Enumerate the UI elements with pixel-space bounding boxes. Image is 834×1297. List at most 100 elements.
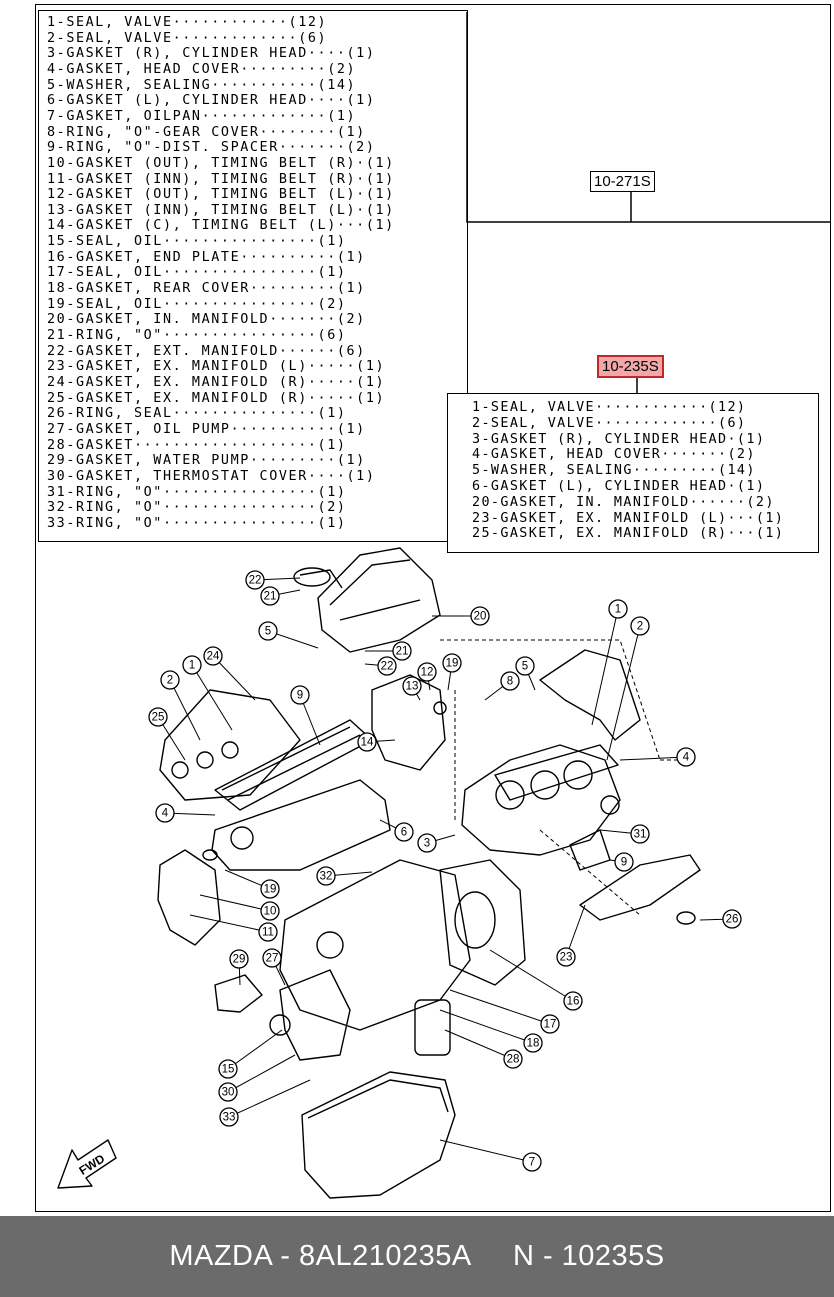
callout-4[interactable]: 4 <box>676 747 696 767</box>
svg-text:22: 22 <box>249 575 262 587</box>
callout-1[interactable]: 1 <box>182 655 202 675</box>
parts-list-item: 15-SEAL, OIL················(1) <box>47 234 347 250</box>
callout-8[interactable]: 8 <box>500 671 520 691</box>
callout-17[interactable]: 17 <box>540 1014 560 1034</box>
kit-contents-item: 25-GASKET, EX. MANIFOLD (R)···(1) <box>472 526 785 542</box>
parts-list-item: 19-SEAL, OIL················(2) <box>47 296 347 312</box>
callout-18[interactable]: 18 <box>523 1033 543 1053</box>
callout-7[interactable]: 7 <box>522 1152 542 1172</box>
callout-26[interactable]: 26 <box>722 909 742 929</box>
callout-23[interactable]: 23 <box>556 947 576 967</box>
parts-list-item: 20-GASKET, IN. MANIFOLD·······(2) <box>47 312 366 328</box>
svg-text:19: 19 <box>446 658 459 670</box>
callout-22[interactable]: 22 <box>377 656 397 676</box>
callout-21[interactable]: 21 <box>260 586 280 606</box>
footer-caption: MAZDA - 8AL210235A N - 10235S <box>0 1240 834 1273</box>
parts-list-item: 2-SEAL, VALVE·············(6) <box>47 30 328 46</box>
callout-27[interactable]: 27 <box>262 948 282 968</box>
callout-25[interactable]: 25 <box>148 707 168 727</box>
svg-text:9: 9 <box>297 690 303 702</box>
svg-text:12: 12 <box>421 667 434 679</box>
callout-5[interactable]: 5 <box>258 621 278 641</box>
svg-text:27: 27 <box>266 953 279 965</box>
callout-33[interactable]: 33 <box>219 1107 239 1127</box>
svg-text:8: 8 <box>507 676 513 688</box>
svg-text:7: 7 <box>529 1157 535 1169</box>
parts-list-item: 32-RING, "O"················(2) <box>47 500 347 516</box>
callout-2[interactable]: 2 <box>630 616 650 636</box>
svg-text:1: 1 <box>615 604 621 616</box>
ref-code-highlighted[interactable]: 10-235S <box>597 355 664 378</box>
leader-line <box>606 625 641 761</box>
callout-9[interactable]: 9 <box>614 852 634 872</box>
parts-list-item: 21-RING, "O"················(6) <box>47 328 347 343</box>
parts-list-item: 24-GASKET, EX. MANIFOLD (R)·····(1) <box>47 374 386 390</box>
callout-13[interactable]: 13 <box>402 676 422 696</box>
callout-21[interactable]: 21 <box>392 641 412 661</box>
leader-line <box>189 914 269 933</box>
svg-text:4: 4 <box>683 752 690 764</box>
svg-text:15: 15 <box>222 1064 235 1076</box>
callout-32[interactable]: 32 <box>316 866 336 886</box>
svg-text:23: 23 <box>560 952 573 964</box>
leader-line <box>228 1079 311 1118</box>
callout-29[interactable]: 29 <box>229 949 249 969</box>
callout-16[interactable]: 16 <box>563 991 583 1011</box>
svg-text:3: 3 <box>424 838 430 850</box>
callout-15[interactable]: 15 <box>218 1059 238 1079</box>
kit-contents-item: 2-SEAL, VALVE·············(6) <box>472 415 747 431</box>
svg-text:5: 5 <box>265 626 271 638</box>
parts-list-item: 26-RING, SEAL···············(1) <box>47 406 347 422</box>
leader-line <box>227 1029 283 1070</box>
callout-9[interactable]: 9 <box>290 685 310 705</box>
callout-6[interactable]: 6 <box>394 822 414 842</box>
svg-text:6: 6 <box>401 827 407 839</box>
footer-ref: N - 10235S <box>512 1240 665 1272</box>
callout-12[interactable]: 12 <box>417 662 437 682</box>
leader-line <box>489 949 574 1002</box>
parts-list-item: 5-WASHER, SEALING···········(14) <box>47 77 357 93</box>
callout-31[interactable]: 31 <box>630 824 650 844</box>
callout-3[interactable]: 3 <box>417 833 437 853</box>
callout-28[interactable]: 28 <box>503 1049 523 1069</box>
svg-text:14: 14 <box>361 737 374 749</box>
callout-19[interactable]: 19 <box>260 879 280 899</box>
svg-text:29: 29 <box>233 954 246 966</box>
parts-list-item: 8-RING, "O"-GEAR COVER········(1) <box>47 124 366 140</box>
callout-14[interactable]: 14 <box>357 732 377 752</box>
svg-text:1: 1 <box>189 660 195 672</box>
leader-line <box>191 664 233 731</box>
footer-bar <box>0 1216 834 1297</box>
svg-text:4: 4 <box>162 808 169 820</box>
ref-code-main[interactable]: 10-271S <box>590 171 655 192</box>
parts-list-item: 16-GASKET, END PLATE··········(1) <box>47 249 366 265</box>
kit-contents-item: 6-GASKET (L), CYLINDER HEAD·(1) <box>472 479 766 494</box>
svg-text:33: 33 <box>223 1112 236 1124</box>
callout-2[interactable]: 2 <box>160 670 180 690</box>
leader-line <box>449 989 551 1025</box>
callout-22[interactable]: 22 <box>245 570 265 590</box>
callout-10[interactable]: 10 <box>260 901 280 921</box>
callout-4[interactable]: 4 <box>155 803 175 823</box>
callout-20[interactable]: 20 <box>470 606 490 626</box>
parts-list-item: 22-GASKET, EXT. MANIFOLD······(6) <box>47 343 366 359</box>
callout-11[interactable]: 11 <box>258 922 278 942</box>
svg-text:10: 10 <box>264 906 277 918</box>
callout-19[interactable]: 19 <box>442 653 462 673</box>
svg-text:32: 32 <box>320 871 333 883</box>
callout-5[interactable]: 5 <box>515 656 535 676</box>
leader-line <box>227 1054 296 1093</box>
svg-text:26: 26 <box>726 914 739 926</box>
svg-text:11: 11 <box>262 927 274 939</box>
parts-list-item: 14-GASKET (C), TIMING BELT (L)···(1) <box>47 218 395 234</box>
parts-list-item: 30-GASKET, THERMOSTAT COVER····(1) <box>47 468 376 484</box>
callout-1[interactable]: 1 <box>608 599 628 619</box>
callout-24[interactable]: 24 <box>203 646 223 666</box>
kit-contents-box: 1-SEAL, VALVE············(12)2-SEAL, VAL… <box>447 393 819 553</box>
parts-list-item: 28-GASKET···················(1) <box>47 437 347 453</box>
kit-contents-item: 20-GASKET, IN. MANIFOLD······(2) <box>472 494 775 510</box>
parts-list-item: 23-GASKET, EX. MANIFOLD (L)·····(1) <box>47 359 386 375</box>
callout-30[interactable]: 30 <box>218 1082 238 1102</box>
diagram-frame <box>35 4 831 1212</box>
